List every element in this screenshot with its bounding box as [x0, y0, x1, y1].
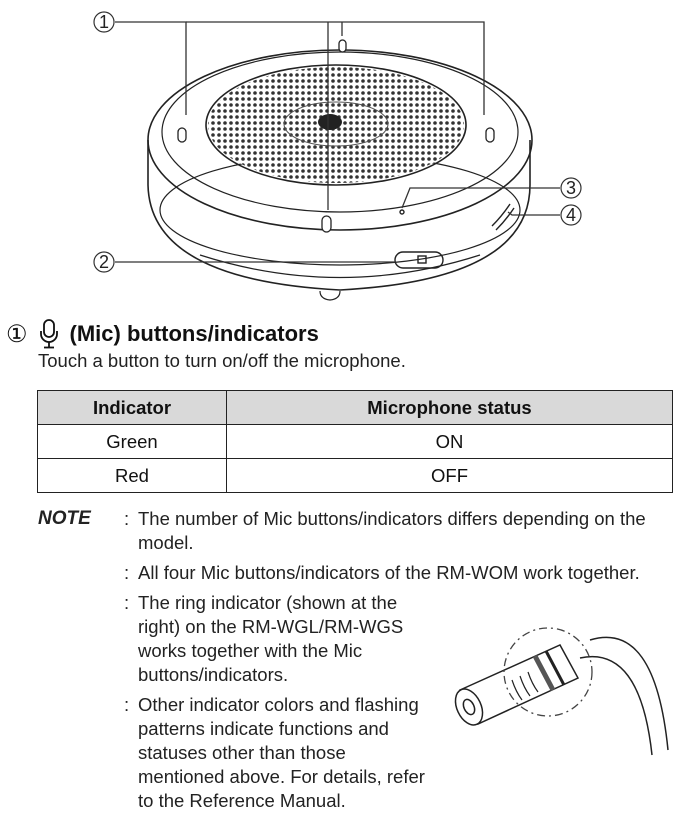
- callout-1-circle: [93, 11, 115, 33]
- note-colon: :: [124, 592, 130, 613]
- note-colon: :: [124, 562, 130, 583]
- microphone-icon: [39, 319, 58, 349]
- section-title: (Mic) buttons/indicators: [69, 321, 319, 346]
- note-item: : The ring indicator (shown at the right…: [38, 591, 678, 687]
- note-text: Other indicator colors and flashing patt…: [138, 694, 425, 811]
- callout-1: 1: [99, 12, 109, 32]
- section-heading: ① (Mic) buttons/indicators: [6, 318, 319, 350]
- callout-4: 4: [566, 205, 576, 225]
- table-header-row: Indicator Microphone status: [37, 390, 673, 425]
- note-item: : Other indicator colors and flashing pa…: [38, 693, 678, 813]
- note-item: : All four Mic buttons/indicators of the…: [38, 561, 678, 585]
- note-item: NOTE : The number of Mic buttons/indicat…: [38, 507, 678, 555]
- ring-indicator-illustration: [454, 627, 669, 756]
- note-text: The ring indicator (shown at the right) …: [138, 592, 404, 685]
- table-row: Green ON: [37, 424, 673, 459]
- note-colon: :: [124, 508, 130, 529]
- callout-3: 3: [566, 178, 576, 198]
- note-colon: :: [124, 694, 130, 715]
- table-cell-status: OFF: [226, 458, 673, 493]
- notes-section: NOTE : The number of Mic buttons/indicat…: [38, 507, 678, 819]
- note-text: All four Mic buttons/indicators of the R…: [138, 562, 640, 583]
- section-intro: Touch a button to turn on/off the microp…: [38, 350, 406, 371]
- section-number: ①: [6, 320, 28, 348]
- table-header-status: Microphone status: [226, 390, 673, 425]
- table-header-indicator: Indicator: [37, 390, 227, 425]
- indicator-status-table: Indicator Microphone status Green ON Red…: [37, 390, 673, 493]
- callout-2: 2: [99, 252, 109, 272]
- table-cell-indicator: Red: [37, 458, 227, 493]
- product-diagram: 1 2 3 4: [93, 11, 582, 301]
- table-cell-status: ON: [226, 424, 673, 459]
- table-cell-indicator: Green: [37, 424, 227, 459]
- table-row: Red OFF: [37, 458, 673, 493]
- note-tag: NOTE: [38, 508, 91, 529]
- note-text: The number of Mic buttons/indicators dif…: [138, 508, 646, 553]
